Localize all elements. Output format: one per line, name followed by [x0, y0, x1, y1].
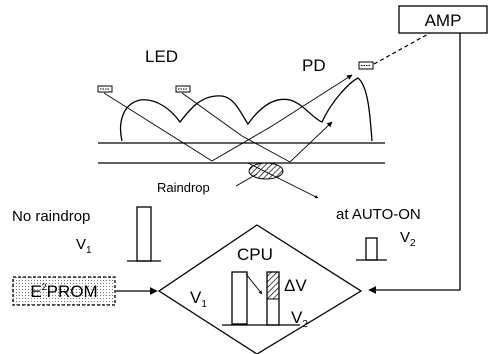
- amp-box: [398, 5, 488, 34]
- photodiode: [358, 61, 374, 70]
- pd-label: PD: [302, 56, 326, 75]
- amp-to-cpu-line: [368, 33, 461, 294]
- led-emitter-left: [97, 85, 113, 93]
- cpu-v1-label: V1: [190, 288, 207, 310]
- cpu-v2-label: V2: [291, 308, 308, 330]
- raindrop-leader: [235, 173, 258, 187]
- eeprom-label: E2PROM: [30, 282, 97, 301]
- cpu-diamond: [157, 224, 363, 354]
- eeprom-box: [12, 276, 116, 306]
- cpu-v2-bar: [266, 271, 280, 326]
- auto-on-v2-label: V2: [400, 229, 416, 249]
- led-emitter-right: [175, 85, 191, 93]
- no-raindrop-v1-label: V1: [76, 236, 92, 256]
- cpu-delta-arrow: [245, 273, 263, 295]
- amp-label: AMP: [425, 11, 462, 30]
- no-raindrop-bar: [127, 206, 161, 262]
- cpu-delta-v-label: ΔV: [284, 276, 307, 295]
- cpu-v1-bar: [231, 271, 248, 325]
- auto-on-label: at AUTO-ON: [336, 206, 421, 223]
- led-label: LED: [145, 47, 178, 66]
- light-rays: [103, 74, 353, 199]
- auto-on-bar: [356, 237, 387, 261]
- pd-to-amp-dashed: [373, 32, 431, 65]
- raindrop-label: Raindrop: [157, 180, 210, 195]
- raindrop: [248, 162, 284, 180]
- windshield: [98, 142, 385, 164]
- optical-lens: [119, 77, 373, 142]
- no-raindrop-label: No raindrop: [12, 208, 90, 225]
- cpu-label: CPU: [237, 245, 273, 264]
